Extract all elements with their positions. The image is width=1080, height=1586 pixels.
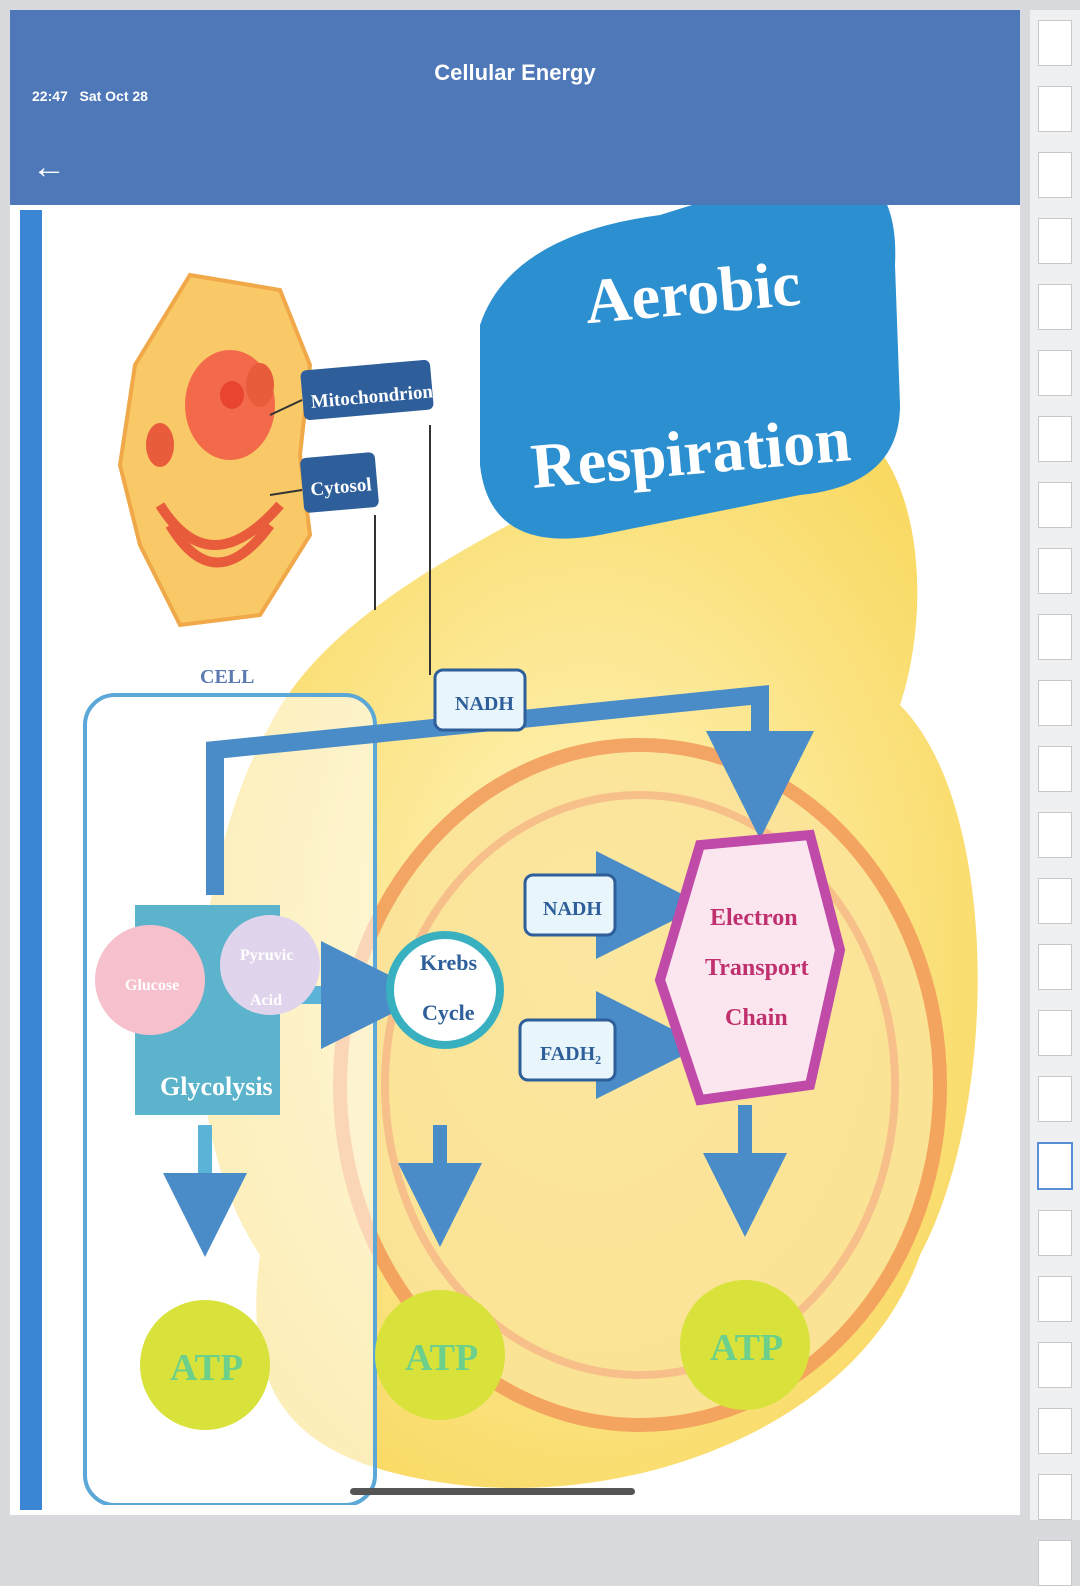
arrow-left-icon[interactable]: ←: [32, 148, 66, 186]
page-thumbnail[interactable]: [1038, 1342, 1072, 1388]
page-thumbnail[interactable]: [1038, 1276, 1072, 1322]
svg-text:ATP: ATP: [170, 1347, 243, 1389]
krebs-cycle-circle: [386, 931, 504, 1049]
page-thumbnail[interactable]: [1038, 416, 1072, 462]
page-thumbnail-strip[interactable]: [1030, 10, 1080, 1586]
status-date: Sat Oct 28: [79, 88, 148, 104]
page-thumbnail[interactable]: [1038, 812, 1072, 858]
left-edge-bar: [20, 210, 42, 1510]
cell-label: CELL: [200, 666, 254, 688]
page-thumbnail[interactable]: [1038, 86, 1072, 132]
home-indicator[interactable]: [350, 1488, 635, 1495]
atp-glycolysis: ATP: [140, 1300, 270, 1430]
page-thumbnail[interactable]: [1038, 1540, 1072, 1586]
page-thumbnail[interactable]: [1038, 548, 1072, 594]
tablet-screen: 22:47 Sat Oct 28 Cellular Energy ← CELL …: [10, 10, 1020, 1515]
cytosol-label-box: [300, 452, 379, 513]
nadh-top-box: [433, 668, 527, 732]
nadh-top-label: NADH: [455, 693, 514, 715]
nadh-mid-box: [523, 873, 617, 937]
aerobic-respiration-diagram: CELL Mitochondrion Cytosol Aerobic Respi…: [83, 205, 978, 1505]
page-thumbnail[interactable]: [1038, 1076, 1072, 1122]
page-thumbnail[interactable]: [1038, 284, 1072, 330]
etc-label-3: Chain: [725, 1005, 788, 1031]
nadh-mid-label: NADH: [543, 898, 602, 920]
page-thumbnail[interactable]: [1037, 1142, 1073, 1190]
status-time: 22:47: [32, 88, 68, 104]
page-thumbnail[interactable]: [1038, 1210, 1072, 1256]
glucose-label: Glucose: [125, 977, 179, 994]
etc-hexagon: [654, 829, 846, 1106]
page-thumbnail[interactable]: [1038, 350, 1072, 396]
glycolysis-group: Glucose Pyruvic Acid Glycolysis: [95, 905, 320, 1115]
fadh2-box: [518, 1018, 617, 1082]
page-thumbnail[interactable]: [1038, 20, 1072, 66]
pyruvic-label-2: Acid: [250, 992, 282, 1009]
etc-label-2: Transport: [705, 955, 809, 981]
atp-krebs: ATP: [375, 1290, 505, 1420]
page-title: Cellular Energy: [434, 60, 596, 85]
page-thumbnail[interactable]: [1038, 1408, 1072, 1454]
page-thumbnail[interactable]: [1038, 746, 1072, 792]
page-thumbnail[interactable]: [1038, 680, 1072, 726]
pyruvic-label-1: Pyruvic: [240, 947, 293, 964]
page-thumbnail[interactable]: [1038, 944, 1072, 990]
cell-illustration: CELL: [117, 272, 313, 688]
krebs-label-1: Krebs: [420, 950, 477, 975]
status-bar: 22:47 Sat Oct 28: [32, 88, 148, 104]
page-thumbnail[interactable]: [1038, 878, 1072, 924]
atp-etc: ATP: [680, 1280, 810, 1410]
etc-label-1: Electron: [710, 905, 798, 931]
fadh2-label: FADH₂: [540, 1043, 601, 1065]
page-thumbnail[interactable]: [1038, 1474, 1072, 1520]
page-thumbnail[interactable]: [1038, 1010, 1072, 1056]
svg-text:ATP: ATP: [405, 1337, 478, 1379]
page-thumbnail[interactable]: [1038, 614, 1072, 660]
glycolysis-label: Glycolysis: [160, 1072, 273, 1101]
page-thumbnail[interactable]: [1038, 152, 1072, 198]
svg-text:ATP: ATP: [710, 1327, 783, 1369]
mitochondrion-label-box: [300, 359, 434, 421]
title-pill: Aerobic Respiration: [480, 205, 900, 539]
krebs-label-2: Cycle: [422, 1000, 475, 1025]
nav-header: 22:47 Sat Oct 28 Cellular Energy ←: [10, 10, 1020, 205]
page-thumbnail[interactable]: [1038, 482, 1072, 528]
page-thumbnail[interactable]: [1038, 218, 1072, 264]
